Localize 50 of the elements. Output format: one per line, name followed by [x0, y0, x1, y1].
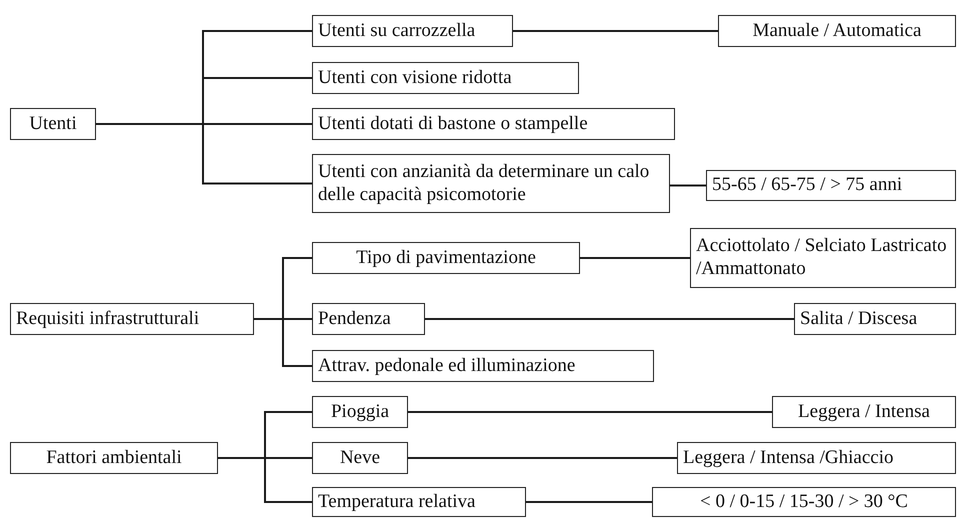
connector-line	[580, 257, 690, 259]
text-box	[312, 350, 654, 382]
box-label: Utenti con visione ridotta	[317, 66, 513, 90]
box-label: 55-65 / 65-75 / > 75 anni	[711, 174, 904, 197]
box-label: Requisiti infrastrutturali	[15, 308, 200, 330]
box-label: Manuale / Automatica	[752, 20, 922, 42]
connector-line	[408, 457, 677, 459]
text-box	[652, 487, 956, 517]
connector-line	[425, 318, 794, 320]
connector-line	[254, 318, 312, 367]
text-box	[794, 303, 956, 335]
text-box	[312, 442, 408, 474]
text-box	[677, 442, 956, 474]
connector-line	[513, 30, 718, 32]
connector-line	[670, 184, 706, 186]
text-box	[312, 487, 526, 517]
box-label: < 0 / 0-15 / 15-30 / > 30 °C	[699, 490, 909, 514]
box-label: Acciottolato / Selciato Lastricato /Ammattonato	[695, 235, 948, 281]
text-box	[10, 303, 254, 335]
box-label: Pioggia	[330, 400, 390, 424]
box-label: Temperatura relativa	[317, 490, 476, 514]
box-label: Utenti su carrozzella	[317, 20, 476, 42]
text-box	[312, 396, 408, 428]
connector-line	[408, 411, 772, 413]
text-box	[312, 303, 425, 335]
text-box	[10, 442, 218, 474]
box-label: Utenti con anzianità da determinare un calo delle capacità psicomotorie	[317, 160, 650, 206]
connector-line	[96, 123, 312, 184]
text-box	[312, 154, 670, 213]
connector-line	[526, 501, 652, 503]
text-box	[312, 62, 579, 94]
box-label: Leggera / Intensa /Ghiaccio	[682, 446, 894, 470]
box-label: Neve	[338, 446, 382, 470]
text-box	[718, 15, 956, 47]
box-label: Leggera / Intensa	[797, 400, 931, 424]
box-label: Fattori ambientali	[45, 446, 183, 470]
text-box	[690, 228, 956, 288]
text-box	[312, 108, 675, 140]
text-box	[312, 15, 513, 47]
text-box	[10, 108, 96, 140]
connector-line	[218, 457, 312, 503]
text-box	[772, 396, 956, 428]
box-label: Salita / Discesa	[799, 308, 918, 330]
box-label: Pendenza	[317, 308, 392, 330]
text-box	[706, 170, 956, 201]
box-label: Utenti dotati di bastone o stampelle	[317, 112, 589, 136]
text-box	[312, 242, 580, 274]
box-label: Tipo di pavimentazione	[355, 246, 537, 270]
box-label: Attrav. pedonale ed illuminazione	[317, 354, 576, 378]
box-label: Utenti	[28, 112, 78, 136]
